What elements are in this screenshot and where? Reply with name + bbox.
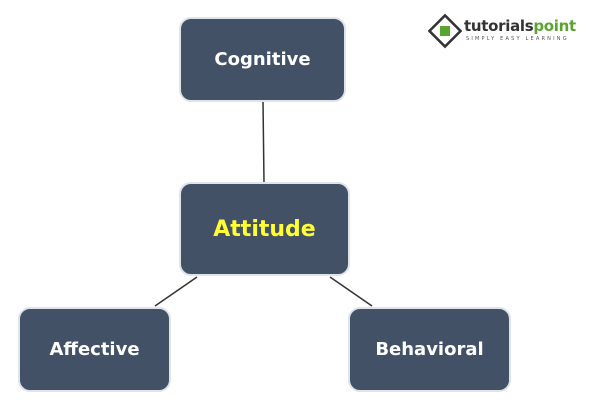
node-label: Behavioral <box>375 339 484 360</box>
connector-behavioral <box>329 276 373 307</box>
node-cognitive: Cognitive <box>179 17 346 102</box>
logo-icon <box>427 13 463 49</box>
connector-affective <box>154 276 198 307</box>
node-label: Attitude <box>213 216 316 242</box>
node-attitude: Attitude <box>179 182 350 276</box>
logo-tagline: SIMPLY EASY LEARNING <box>466 36 569 42</box>
tutorialspoint-logo: tutorialspoint SIMPLY EASY LEARNING <box>427 12 576 52</box>
node-behavioral: Behavioral <box>348 307 511 392</box>
node-label: Cognitive <box>214 49 311 70</box>
node-label: Affective <box>49 339 140 360</box>
connector-cognitive <box>262 100 265 184</box>
logo-text: tutorialspoint <box>464 17 576 35</box>
node-affective: Affective <box>18 307 171 392</box>
